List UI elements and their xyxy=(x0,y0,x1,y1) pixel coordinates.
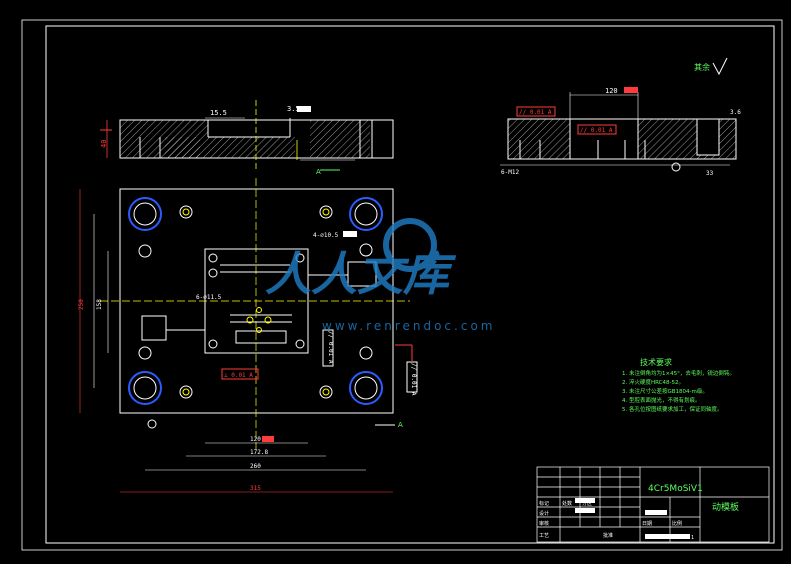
tb-row-label-6: 工艺 xyxy=(539,533,549,539)
tol-frame-2: // 0.01 A xyxy=(580,127,613,134)
tb-misc-2: 日期 xyxy=(642,521,652,527)
dim-vert-158: 158 xyxy=(96,299,103,310)
right-dim-6-m12: 6-M12 xyxy=(501,169,519,176)
right-dim-3-6: 3.6 xyxy=(730,109,741,116)
watermark-logo-icon xyxy=(383,218,437,272)
dim-6-d11-5: 6-∅11.5 xyxy=(196,294,222,301)
front-label-a: A xyxy=(398,421,403,429)
top-dim-3-5: 3.5 xyxy=(287,105,300,113)
top-view: 15.5 3.5 40 A xyxy=(100,100,394,176)
tb-misc-1: 批准 xyxy=(603,532,613,539)
watermark-url: www.renrendoc.com xyxy=(322,319,495,333)
front-view: 158 250 120 172.8 260 315 4-∅10.5 6-∅11.… xyxy=(78,178,418,493)
screw-holes xyxy=(138,205,373,429)
tech-req-title: 技术要求 xyxy=(640,357,672,367)
tech-req-item-5: 5. 各孔位按图纸要求加工，保证同轴度。 xyxy=(622,405,723,413)
tb-row-label-3: 分区 xyxy=(582,500,592,507)
dim-vert-250: 250 xyxy=(78,299,85,310)
tb-row-label-1: 标记 xyxy=(539,500,549,507)
dim-260: 260 xyxy=(250,463,261,470)
dim-4-d10-5: 4-∅10.5 xyxy=(313,232,339,239)
tech-req-item-1: 1. 未注倒角均为1×45°，去毛刺，锐边倒钝。 xyxy=(622,369,735,377)
tech-req-item-2: 2. 淬火硬度HRC48-52。 xyxy=(622,378,684,386)
surface-rest-label: 其余 xyxy=(694,62,710,72)
watermark: 人人文库 www.renrendoc.com xyxy=(265,218,495,333)
guide-holes xyxy=(128,197,383,405)
tech-requirements: 技术要求 1. 未注倒角均为1×45°，去毛刺，锐边倒钝。 2. 淬火硬度HRC… xyxy=(622,357,735,413)
tb-misc-3: 比例 xyxy=(672,520,682,527)
tol-right: // 0.01 A xyxy=(410,363,417,396)
tb-row-label-2: 处数 xyxy=(562,500,572,507)
watermark-brand: 人人文库 xyxy=(265,247,457,301)
dim-120-bottom: 120 xyxy=(250,436,261,443)
tb-row-label-5: 审核 xyxy=(539,520,549,527)
top-dim-height: 40 xyxy=(100,140,108,148)
outer-frame xyxy=(21,19,783,551)
tol-vertical: // 0.01 A xyxy=(327,331,334,364)
title-block xyxy=(536,466,770,543)
inner-frame xyxy=(45,25,775,544)
tb-row-label-4: 设计 xyxy=(539,510,549,517)
tol-frame-1: // 0.01 A xyxy=(519,109,552,116)
material-label: 4Cr5MoSiV1 xyxy=(648,484,703,494)
tol-bottom: ⊥ 0.01 A xyxy=(224,372,253,379)
right-dim-top: 120 xyxy=(605,87,618,95)
top-dim-15-5: 15.5 xyxy=(210,109,227,117)
right-dim-33: 33 xyxy=(706,170,714,177)
tech-req-item-4: 4. 型腔表面抛光，不得有划痕。 xyxy=(622,396,701,404)
tech-req-item-3: 3. 未注尺寸公差按GB1804-m级。 xyxy=(622,387,708,395)
right-section-view: 120 // 0.01 A // 0.01 A 6-M12 33 3.6 其余 xyxy=(500,57,741,177)
surface-symbol xyxy=(671,162,681,172)
dim-315: 315 xyxy=(250,485,261,492)
dim-172: 172.8 xyxy=(250,449,268,456)
part-name-label: 动模板 xyxy=(712,501,739,513)
cavity-insert xyxy=(204,248,309,354)
top-section-letter: A xyxy=(316,168,321,176)
